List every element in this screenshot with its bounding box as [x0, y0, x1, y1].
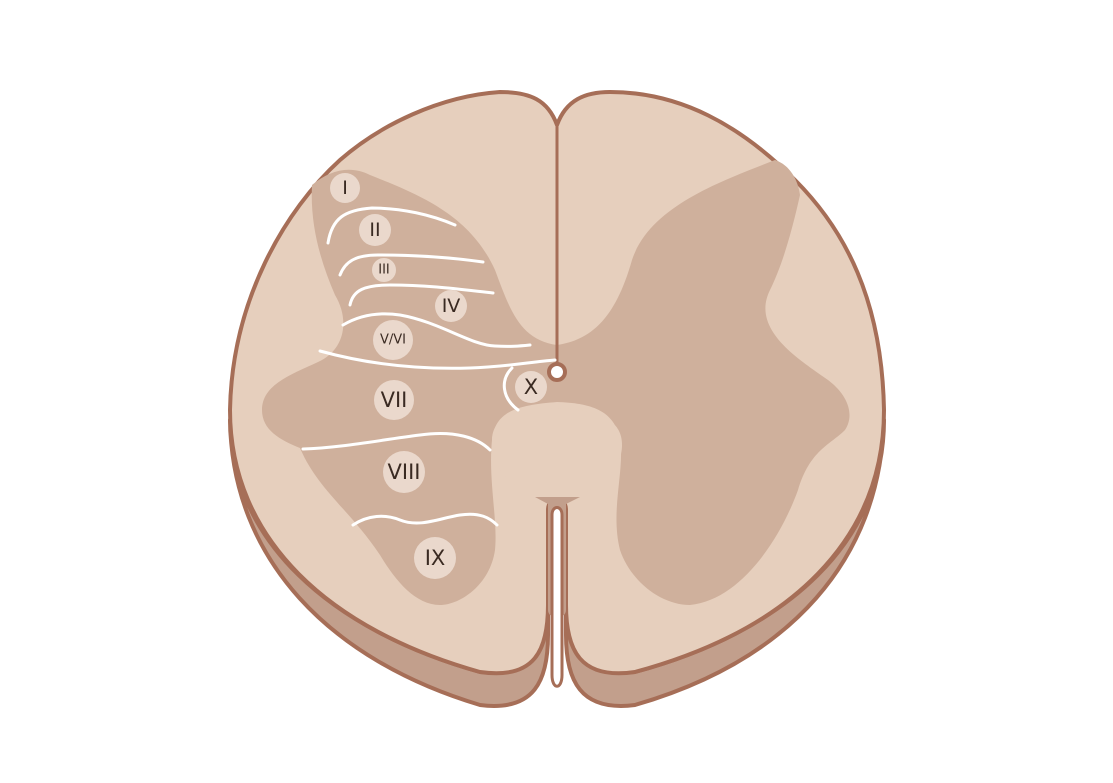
- lamina-label-vii: VII: [374, 380, 414, 420]
- lamina-label-ii: II: [359, 214, 391, 246]
- lamina-label-v-vi: V/VI: [373, 320, 413, 360]
- boundary-i-ii: [326, 206, 457, 245]
- boundary-vii-x: [502, 366, 520, 412]
- lamina-label-circle: [374, 380, 414, 420]
- lamina-label-text: IX: [425, 546, 446, 570]
- gray-matter-right-horn: [557, 160, 850, 605]
- lamina-label-iv: IV: [435, 290, 467, 322]
- lamina-label-circle: [330, 173, 360, 203]
- lamina-label-text: X: [524, 375, 538, 399]
- lamina-label-text: I: [342, 177, 348, 199]
- boundary-ii-iii: [338, 253, 485, 277]
- lamina-label-circle: [373, 320, 413, 360]
- lamina-label-x: X: [515, 371, 547, 403]
- lamina-label-text: V/VI: [380, 333, 406, 348]
- lamina-label-circle: [515, 371, 547, 403]
- lamina-label-circle: [372, 258, 396, 282]
- lamina-label-text: IV: [442, 295, 461, 317]
- lamina-label-text: II: [369, 219, 380, 241]
- lamina-label-viii: VIII: [383, 451, 425, 493]
- lamina-label-ix: IX: [414, 537, 456, 579]
- lamina-label-circle: [359, 214, 391, 246]
- lamina-label-text: III: [378, 263, 390, 278]
- lamina-label-text: VII: [381, 388, 408, 412]
- lamina-label-iii: III: [372, 258, 396, 282]
- boundary-iv-v: [341, 312, 532, 348]
- boundary-iii-iv: [348, 283, 495, 307]
- lamina-label-text: VIII: [388, 460, 421, 484]
- lamina-label-circle: [383, 451, 425, 493]
- lamina-label-circle: [414, 537, 456, 579]
- boundary-vi-vii: [318, 349, 557, 370]
- lamina-label-circle: [435, 290, 467, 322]
- anterior-median-fissure-gap: [550, 506, 564, 688]
- boundary-vii-viii: [301, 431, 492, 452]
- lamina-label-i: I: [330, 173, 360, 203]
- lamina-boundaries: [301, 206, 557, 527]
- ventral-white-commissure: [492, 408, 622, 497]
- boundary-viii-ix: [351, 512, 499, 527]
- central-canal: [547, 362, 567, 382]
